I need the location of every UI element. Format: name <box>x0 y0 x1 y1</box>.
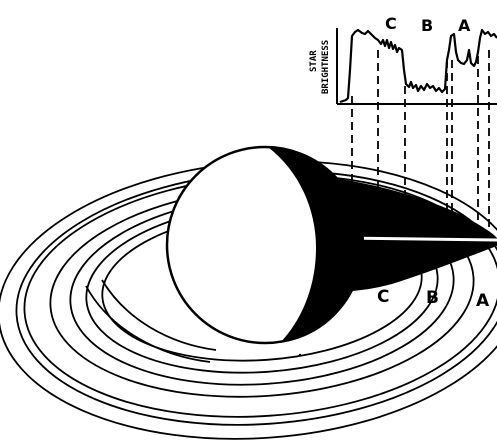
brightness-curve <box>340 30 497 102</box>
graph-label-a: A <box>458 16 471 35</box>
ring-label-a: A <box>476 291 490 311</box>
planet <box>167 147 363 343</box>
brightness-graph: STAR BRIGHTNESS C B A <box>309 14 497 104</box>
graph-label-c: C <box>385 14 397 33</box>
graph-y-label-line2: BRIGHTNESS <box>321 40 331 94</box>
graph-label-b: B <box>421 16 433 35</box>
ring-label-b: B <box>426 288 439 308</box>
graph-y-label-line1: STAR <box>309 50 319 72</box>
speck <box>299 354 301 356</box>
ring-label-c: C <box>377 287 389 307</box>
